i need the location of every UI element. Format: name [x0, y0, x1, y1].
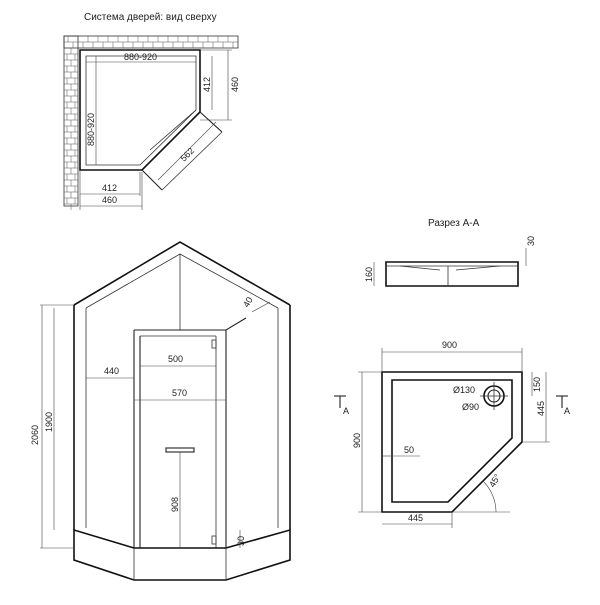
- front-dim-570: 570: [172, 388, 187, 398]
- front-dim-908: 908: [170, 497, 180, 512]
- angle-arc: [482, 480, 497, 513]
- cabin-tray: [73, 528, 291, 581]
- tray-dim-50: 50: [404, 445, 414, 455]
- top-view: Система дверей: вид сверху 880-920 880-9…: [63, 12, 240, 210]
- tray-dim-445-right: 445: [536, 401, 546, 416]
- tray-inner: [391, 379, 513, 503]
- dim-diag-562: 562: [178, 146, 196, 164]
- door-arc-line: [161, 131, 223, 191]
- front-dim-1900: 1900: [44, 412, 54, 432]
- tray-outer: [381, 371, 523, 513]
- front-dim-40: 40: [241, 295, 255, 309]
- tray-dim-445-bottom: 445: [408, 513, 423, 523]
- door-hinge-top: [211, 339, 217, 349]
- drain-inner-label: Ø90: [462, 402, 479, 412]
- tray-dim-150: 150: [532, 377, 542, 392]
- section-marker-right: A: [556, 395, 570, 416]
- tray-plan: Ø130 Ø90 900 900 150 445 50 445 45°: [334, 340, 570, 528]
- drain-outer-label: Ø130: [453, 385, 475, 395]
- enclosure-inner: [85, 55, 197, 166]
- brick-wall: [63, 35, 239, 210]
- front-dim-500: 500: [168, 354, 183, 364]
- section-marker-left: A: [334, 395, 349, 416]
- front-dim-2060: 2060: [30, 425, 40, 445]
- top-view-title: Система дверей: вид сверху: [84, 12, 217, 23]
- front-dim-30: 30: [236, 536, 246, 546]
- cabin-roof: [73, 241, 291, 306]
- section-mark-right: A: [564, 406, 570, 416]
- front-dim-440: 440: [104, 366, 119, 376]
- dim-height-left: 880-920: [86, 113, 96, 146]
- dim-right-460: 460: [230, 77, 240, 92]
- door-handle-icon: [165, 447, 195, 453]
- dim-bottom-412: 412: [102, 183, 117, 193]
- enclosure-outline: [79, 49, 201, 171]
- dim-width-top: 880-920: [124, 52, 157, 62]
- front-view: 40 500 440 570 2060 1900 908 30: [30, 241, 291, 581]
- door-open-right: [199, 111, 223, 133]
- door-open-left: [141, 169, 163, 191]
- door-frame-top: [134, 317, 247, 331]
- tray-section-slope: [399, 265, 501, 271]
- wall-top-bricks: [64, 36, 238, 48]
- dim-bottom-460: 460: [102, 195, 117, 205]
- section-view: Разрез А-А 160 30: [364, 218, 536, 287]
- dim-line-diag: [157, 121, 217, 181]
- section-mark-left: A: [343, 406, 349, 416]
- sect-dim-160: 160: [364, 267, 374, 282]
- section-title: Разрез А-А: [428, 218, 480, 229]
- tray-section: [385, 261, 519, 287]
- door-hinge-bottom: [211, 535, 217, 545]
- dim-right-412: 412: [202, 77, 212, 92]
- dim-line-40: [251, 301, 271, 313]
- tray-dim-900-top: 900: [442, 340, 457, 350]
- wall-left-bricks: [64, 47, 78, 210]
- tray-dim-900-left: 900: [352, 433, 362, 448]
- sect-dim-30: 30: [526, 236, 536, 246]
- door-panel: [149, 109, 197, 151]
